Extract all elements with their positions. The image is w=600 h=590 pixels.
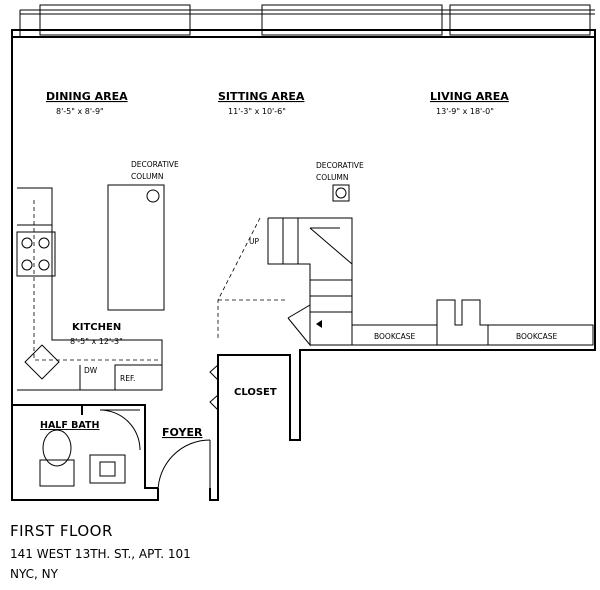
half-bath — [12, 404, 158, 489]
floor-title: FIRST FLOOR — [10, 522, 113, 540]
kitchen-counter — [16, 187, 163, 391]
decorative-column-2-icon — [335, 187, 347, 199]
dining-area-title: DINING AREA — [46, 90, 128, 103]
decorative-column-1-label-bottom: COLUMN — [131, 172, 164, 181]
refrigerator-label: REF. — [120, 374, 135, 383]
floor-plan: DINING AREA 8'-5" x 8'-9" SITTING AREA 1… — [11, 4, 596, 501]
arrow-left-icon — [316, 320, 322, 328]
decorative-column-2 — [332, 184, 350, 202]
foyer-title: FOYER — [162, 426, 203, 439]
staircase — [217, 217, 353, 347]
decorative-column-1-icon — [146, 189, 160, 203]
decorative-column-2-label-top: DECORATIVE — [316, 161, 364, 170]
city-line: NYC, NY — [10, 567, 58, 581]
sitting-area-title: SITTING AREA — [218, 90, 305, 103]
bookcase-label-2: BOOKCASE — [516, 332, 557, 341]
sitting-area-dims: 11'-3" x 10'-6" — [228, 107, 286, 116]
closet-doors — [209, 364, 219, 411]
bookcase-label-1: BOOKCASE — [374, 332, 415, 341]
living-area-title: LIVING AREA — [430, 90, 509, 103]
sink-icon — [89, 454, 126, 484]
living-area-dims: 13'-9" x 18'-0" — [436, 107, 494, 116]
closet-title: CLOSET — [234, 387, 277, 398]
toilet-icon — [42, 429, 72, 467]
stairs-up-label: UP — [249, 237, 259, 246]
decorative-column-1-label-top: DECORATIVE — [131, 160, 179, 169]
kitchen-dims: 8'-5" x 12'-3" — [70, 337, 123, 346]
decorative-column-2-label-bottom: COLUMN — [316, 173, 349, 182]
bookcases — [351, 299, 594, 346]
address-line: 141 WEST 13TH. ST., APT. 101 — [10, 547, 191, 561]
dining-area-dims: 8'-5" x 8'-9" — [56, 107, 104, 116]
half-bath-title: HALF BATH — [40, 420, 99, 431]
kitchen-island — [107, 184, 165, 311]
foyer-door — [157, 439, 211, 495]
dishwasher-label: DW — [84, 366, 98, 375]
kitchen-title: KITCHEN — [72, 322, 121, 333]
